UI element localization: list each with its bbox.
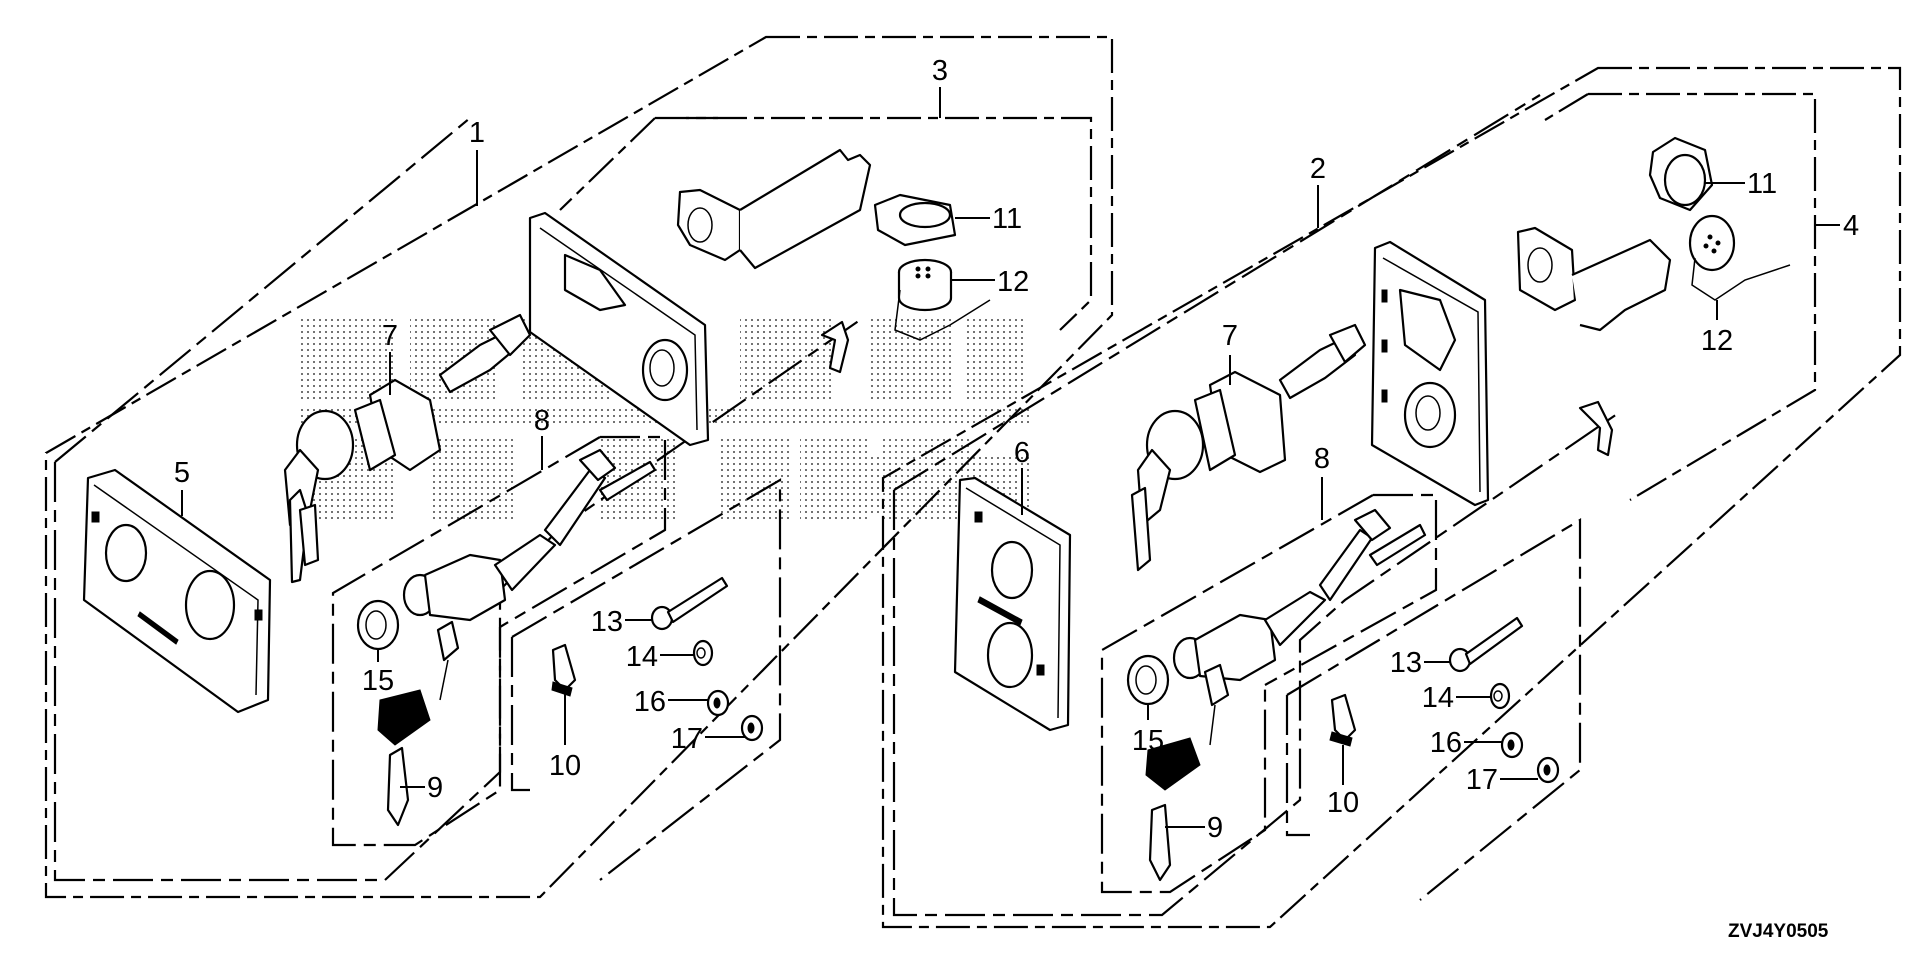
watermark [300,315,1030,520]
stop-switch-8-right [1172,508,1427,682]
drawing-code: ZVJ4Y0505 [1728,921,1829,942]
callout-3[interactable]: 3 [932,55,948,87]
assembly-2-inner-boundary [892,94,1621,917]
washer-17-right [1536,756,1560,784]
callout-7-left[interactable]: 7 [382,320,398,352]
callout-1[interactable]: 1 [469,117,485,149]
assembly-1-outer-boundary [44,35,1114,899]
switch-panel-frame-left [528,211,710,447]
washer-17-left [740,714,764,742]
callout-2[interactable]: 2 [1310,153,1326,185]
lanyard-9-right [1145,663,1230,882]
buzzer-band-11-left [873,193,957,247]
assembly-2-outer-boundary [881,66,1902,929]
callout-13-left[interactable]: 13 [591,606,623,638]
callout-10-right[interactable]: 10 [1327,787,1359,819]
fastener-group-boundary [510,478,782,881]
washer-16-right [1500,731,1524,759]
buzzer-band-11-right [1648,136,1714,212]
callout-14-right[interactable]: 14 [1422,682,1454,714]
cable-clip-right [1578,400,1614,457]
panel-cover-5 [82,468,272,714]
callout-4[interactable]: 4 [1843,210,1859,242]
buzzer-12-right [1688,214,1791,301]
lanyard-9-left [377,620,460,827]
callout-10-left[interactable]: 10 [549,750,581,782]
ring-nut-15-left [356,599,400,651]
switch-panel-frame-right [1370,240,1490,507]
ring-nut-15-right [1126,654,1170,706]
assembly-4-boundary [1544,92,1817,501]
callout-17-right[interactable]: 17 [1466,764,1498,796]
assembly-8-boundary [331,435,667,847]
callout-11-right[interactable]: 11 [1747,168,1777,200]
callout-6[interactable]: 6 [1014,437,1030,469]
washer-16-left [706,689,730,717]
nut-14-left [692,639,714,667]
fastener-group-right-boundary [1285,518,1582,901]
stop-switch-8-left [402,448,657,622]
callout-15-right[interactable]: 15 [1132,725,1164,757]
key-switch-7-right [1130,323,1367,572]
nut-14-right [1489,682,1511,710]
bracket-left [676,148,872,270]
callout-14-left[interactable]: 14 [626,641,658,673]
clip-10-right [1329,693,1357,747]
callout-12-right[interactable]: 12 [1701,325,1733,357]
callout-12-left[interactable]: 12 [997,266,1029,298]
callout-17-left[interactable]: 17 [671,723,703,755]
callout-11-left[interactable]: 11 [992,203,1022,235]
bracket-right [1516,226,1672,332]
callout-5[interactable]: 5 [174,457,190,489]
assembly-8-right-boundary [1100,493,1438,894]
screw-13-left [650,576,729,631]
left-assembly: 1 3 5 7 8 9 10 11 12 13 14 15 16 17 [44,35,1114,899]
callout-16-left[interactable]: 16 [634,686,666,718]
callout-9-left[interactable]: 9 [427,772,443,804]
cable-clip-left [820,320,850,374]
panel-cover-6 [953,476,1072,732]
screw-13-right [1448,616,1524,673]
buzzer-12-left [894,258,991,341]
callout-16-right[interactable]: 16 [1430,727,1462,759]
callout-9-right[interactable]: 9 [1207,812,1223,844]
callout-15-left[interactable]: 15 [362,665,394,697]
callout-8-right[interactable]: 8 [1314,443,1330,475]
callout-7-right[interactable]: 7 [1222,320,1238,352]
callout-8-left[interactable]: 8 [534,405,550,437]
callout-13-right[interactable]: 13 [1390,647,1422,679]
assembly-3-boundary [559,116,1093,331]
key-switch-7 [283,313,532,584]
right-assembly: 2 4 6 7 8 9 10 11 12 13 14 15 16 17 [881,66,1902,929]
clip-10-left [551,643,577,697]
